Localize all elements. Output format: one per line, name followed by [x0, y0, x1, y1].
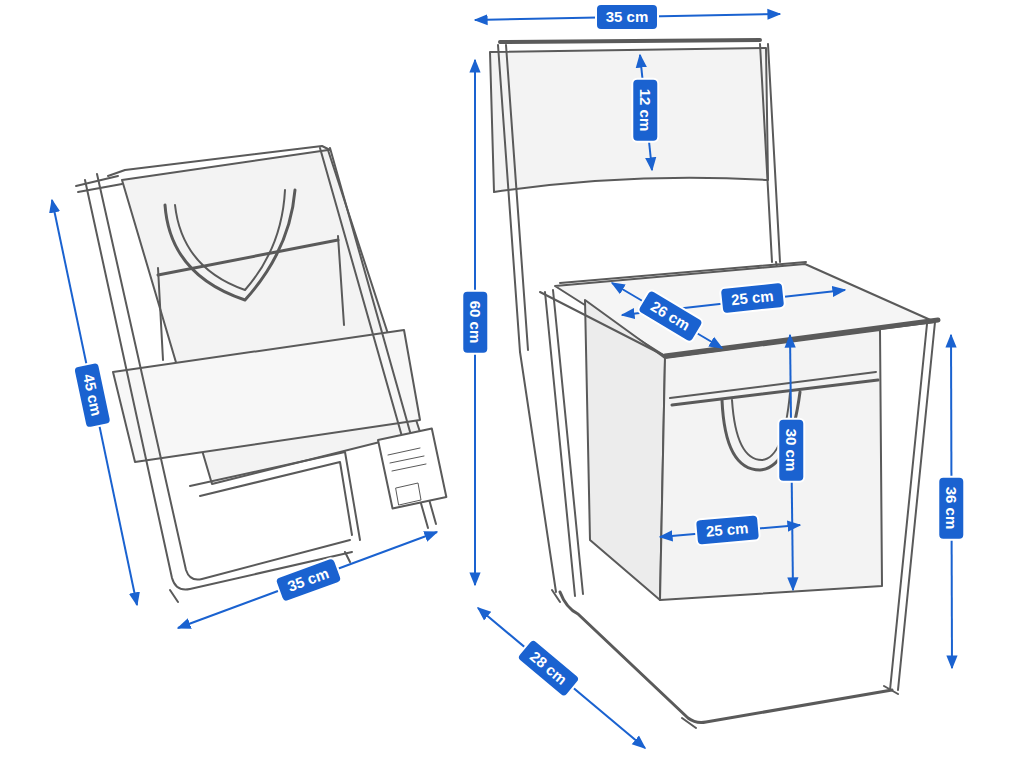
dimension-label: 12 cm — [631, 78, 659, 143]
open-chair — [490, 40, 938, 728]
dimension-label: 35 cm — [595, 3, 660, 31]
dimension-arrows — [52, 14, 952, 748]
dimension-label: 36 cm — [937, 476, 965, 541]
dimension-label: 25 cm — [694, 513, 761, 547]
dimension-label: 30 cm — [777, 418, 805, 483]
dimension-label: 28 cm — [514, 637, 581, 700]
dimension-label: 60 cm — [461, 290, 489, 355]
folded-chair — [76, 146, 446, 602]
dimension-label: 45 cm — [72, 361, 113, 430]
